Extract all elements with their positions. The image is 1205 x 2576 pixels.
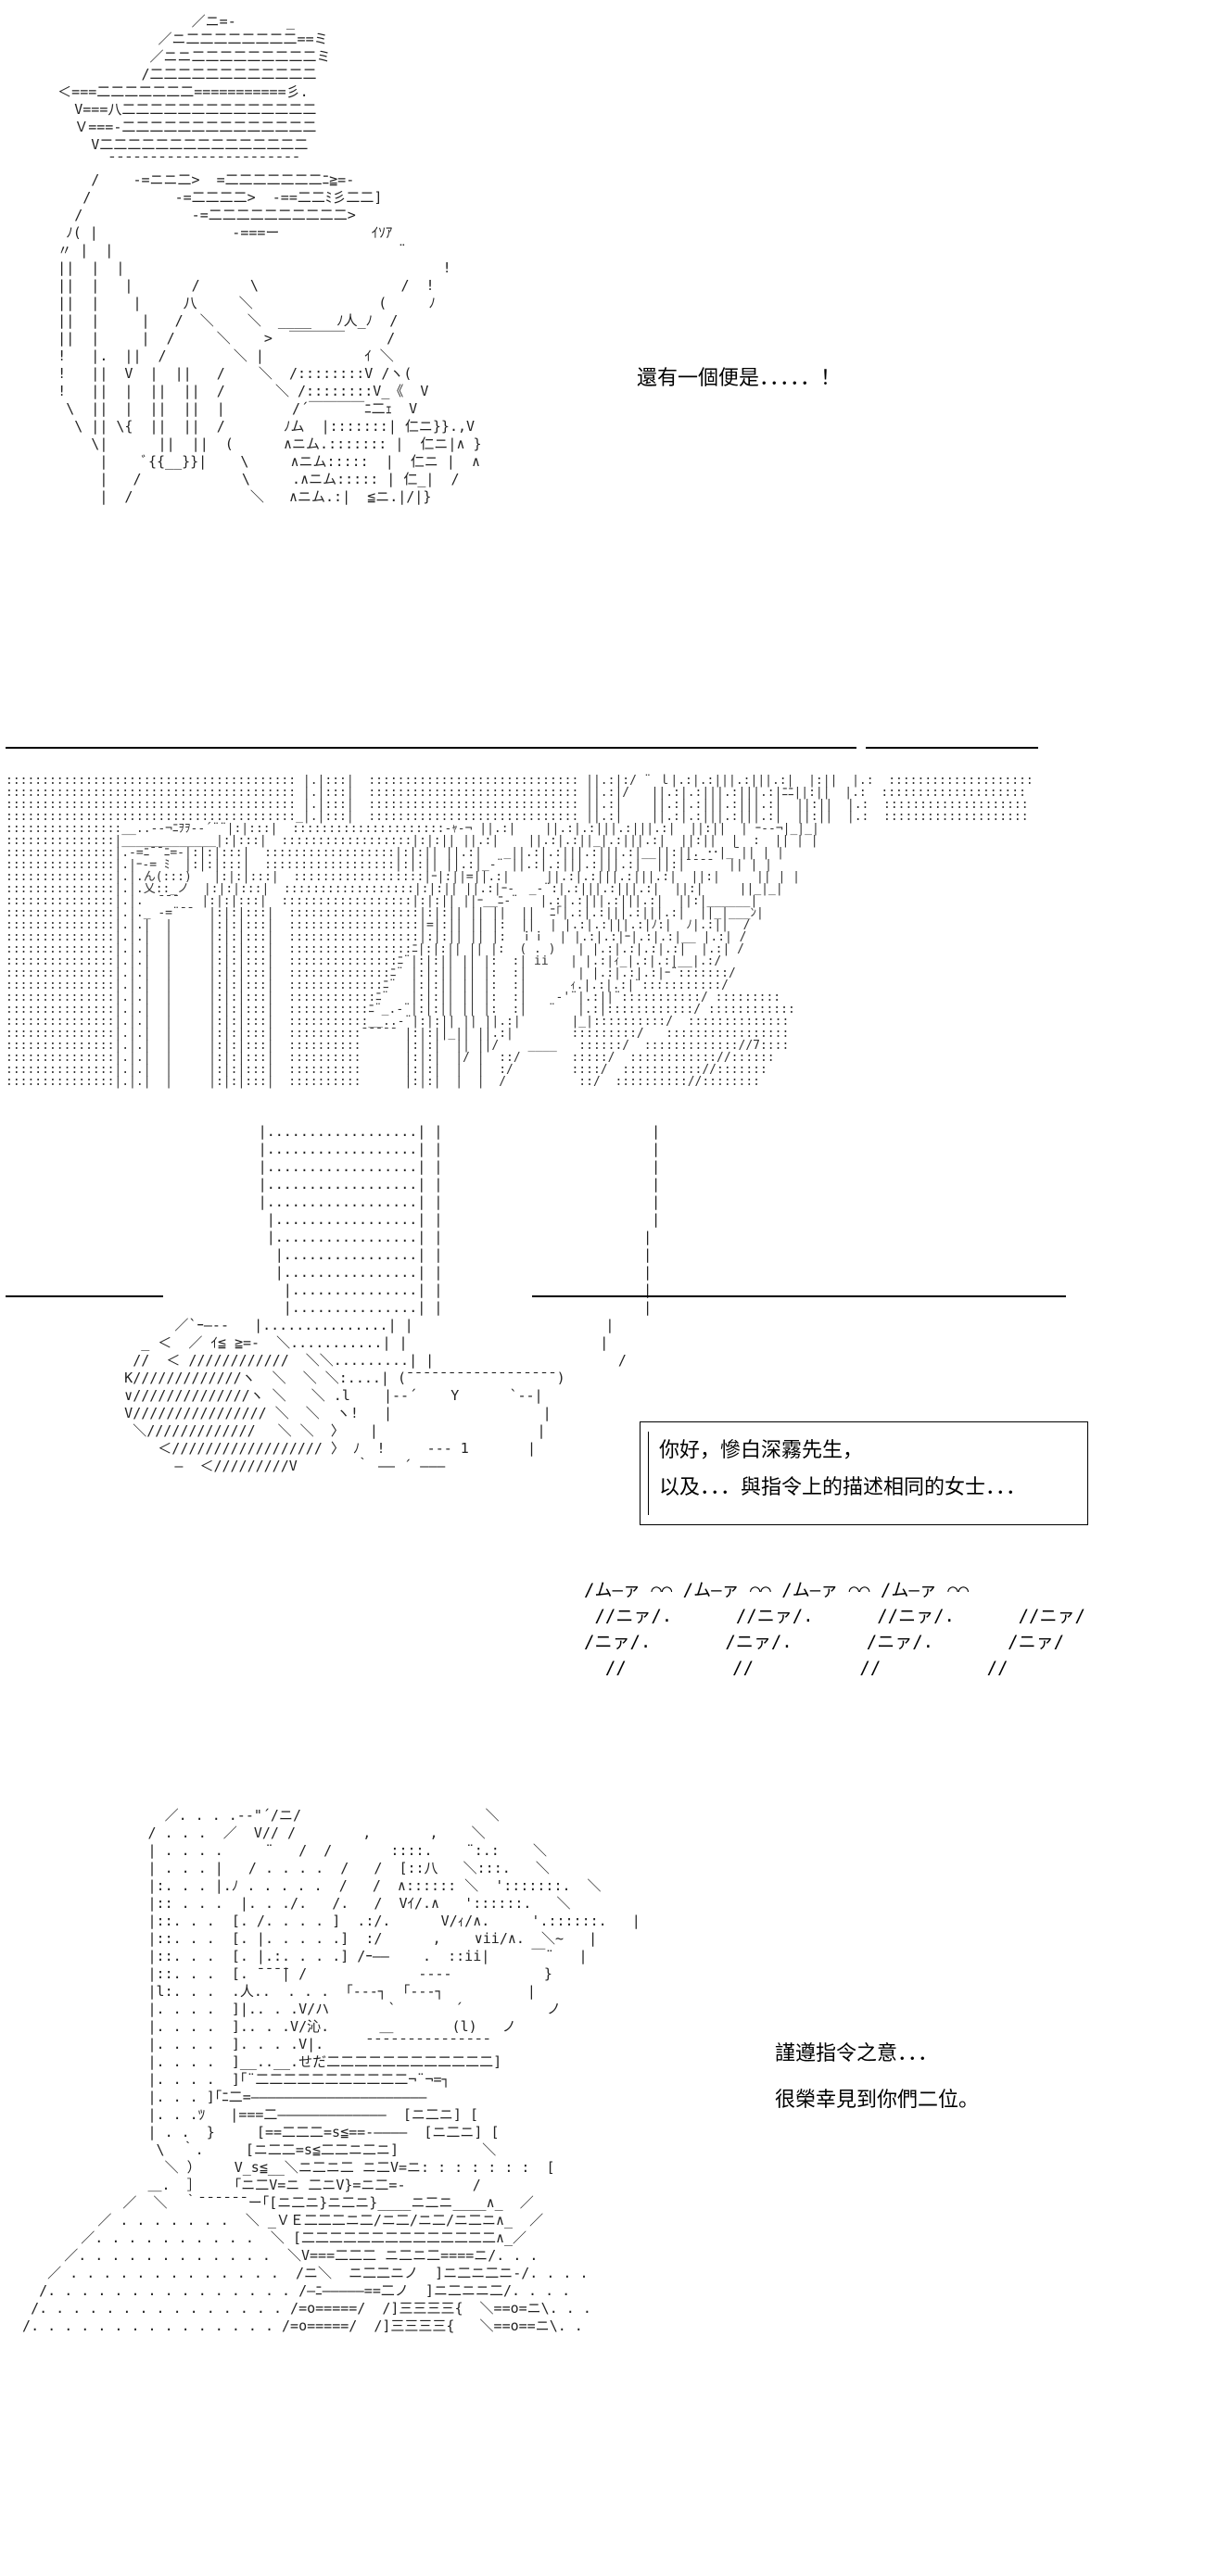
- panel-1: ／ニ=- _ ／ニ二二二二二二二二==ミ ／ニニ二二二二二二二二二ミ /二二二二…: [0, 0, 1205, 741]
- speech-box: 你好，慘白深霧先生， 以及．．．與指令上的描述相同的女士．．．: [640, 1421, 1088, 1525]
- panel-2: ::::::::::::::::::::::::::::::::::::::::…: [0, 752, 1205, 1753]
- dialogue-line: 還有一個便是．．．．．！: [637, 367, 842, 390]
- sound-effect-line: /ニァ/. /ニァ/. /ニァ/. /ニァ/: [584, 1632, 1065, 1652]
- dialogue-line: 你好，慘白深霧先生，: [659, 1439, 864, 1462]
- panel-divider: [866, 747, 1038, 749]
- sound-effect-line: // // // //: [584, 1658, 1008, 1678]
- speech-box-bar: [648, 1432, 649, 1515]
- ascii-art-figure-portrait: ／. . . .-‐"´/ニ/ ＼ / . . . ／ V// / , , ＼ …: [22, 1807, 641, 2334]
- panel-divider: [6, 1295, 163, 1297]
- dialogue-line: 謹遵指令之意．．．: [775, 2042, 939, 2065]
- panel-divider: [532, 1295, 1066, 1297]
- ascii-art-background-interior: ::::::::::::::::::::::::::::::::::::::::…: [6, 774, 1034, 1089]
- dialogue-line: 以及．．．與指令上的描述相同的女士．．．: [659, 1476, 1027, 1499]
- sound-effect-line: //ニァ/. //ニァ/. //ニァ/. //ニァ/: [584, 1606, 1085, 1626]
- panel-3: ／. . . .-‐"´/ニ/ ＼ / . . . ／ V// / , , ＼ …: [0, 1798, 1205, 2576]
- dialogue-line: 很榮幸見到你們二位。: [775, 2089, 980, 2112]
- sound-effect-line: /ム―ァ ⌒⌒ /ム―ァ ⌒⌒ /ム―ァ ⌒⌒ /ム―ァ ⌒⌒: [584, 1580, 970, 1600]
- ascii-art-figure-top-hat: ／ニ=- _ ／ニ二二二二二二二二==ミ ／ニニ二二二二二二二二二ミ /二二二二…: [57, 13, 482, 505]
- panel-divider: [6, 747, 856, 749]
- ascii-art-figures-standing: |..................| | | |..............…: [124, 1123, 661, 1474]
